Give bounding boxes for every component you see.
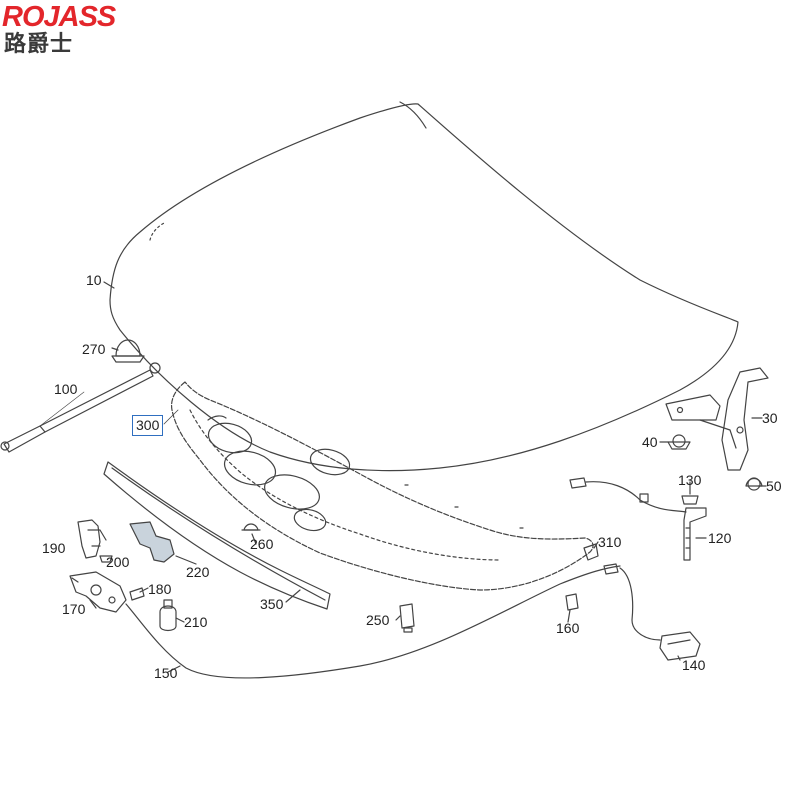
callout-260: 260 xyxy=(250,536,274,552)
callout-10: 10 xyxy=(86,272,102,288)
callout-210: 210 xyxy=(184,614,208,630)
release-handle xyxy=(659,631,701,661)
connector-250 xyxy=(399,603,415,633)
callout-200: 200 xyxy=(106,554,130,570)
callout-140: 140 xyxy=(682,657,706,673)
support-post xyxy=(681,495,707,561)
callout-100: 100 xyxy=(54,381,78,397)
callout-150: 150 xyxy=(154,665,178,681)
sensor-cable xyxy=(569,477,687,513)
callout-220: 220 xyxy=(186,564,210,580)
clip-260 xyxy=(241,523,261,531)
bump-stop-270 xyxy=(111,339,145,363)
release-cable xyxy=(125,563,661,679)
nut-40 xyxy=(667,434,691,450)
callout-250: 250 xyxy=(366,612,390,628)
callout-310: 310 xyxy=(598,534,622,550)
callout-160: 160 xyxy=(556,620,580,636)
clip-310 xyxy=(583,543,599,561)
clip-160 xyxy=(565,593,579,611)
hood-hinge xyxy=(665,367,769,471)
callout-30: 30 xyxy=(762,410,778,426)
callout-190: 190 xyxy=(42,540,66,556)
callout-270: 270 xyxy=(82,341,106,357)
brand-subtitle: 路爵士 xyxy=(4,32,74,57)
callout-50: 50 xyxy=(766,478,782,494)
callout-120: 120 xyxy=(708,530,732,546)
screw-180 xyxy=(129,587,145,601)
bracket-220 xyxy=(129,521,175,563)
hood-inner-frame xyxy=(170,381,594,591)
callout-130: 130 xyxy=(678,472,702,488)
nut-50 xyxy=(745,477,763,491)
hood-seal xyxy=(103,461,331,610)
callout-40: 40 xyxy=(642,434,658,450)
hood-latch xyxy=(69,571,127,613)
callout-350: 350 xyxy=(260,596,284,612)
bracket-190 xyxy=(77,519,107,559)
brand-name: ROJASS xyxy=(2,1,116,33)
brand-logo: ROJASS 路爵士 xyxy=(2,2,132,62)
callout-170: 170 xyxy=(62,601,86,617)
callout-300: 300 xyxy=(132,415,164,436)
callout-180: 180 xyxy=(148,581,172,597)
buffer-210 xyxy=(159,599,177,632)
screw-200 xyxy=(99,555,113,563)
hood-panel xyxy=(109,101,739,472)
gas-strut xyxy=(0,362,161,453)
